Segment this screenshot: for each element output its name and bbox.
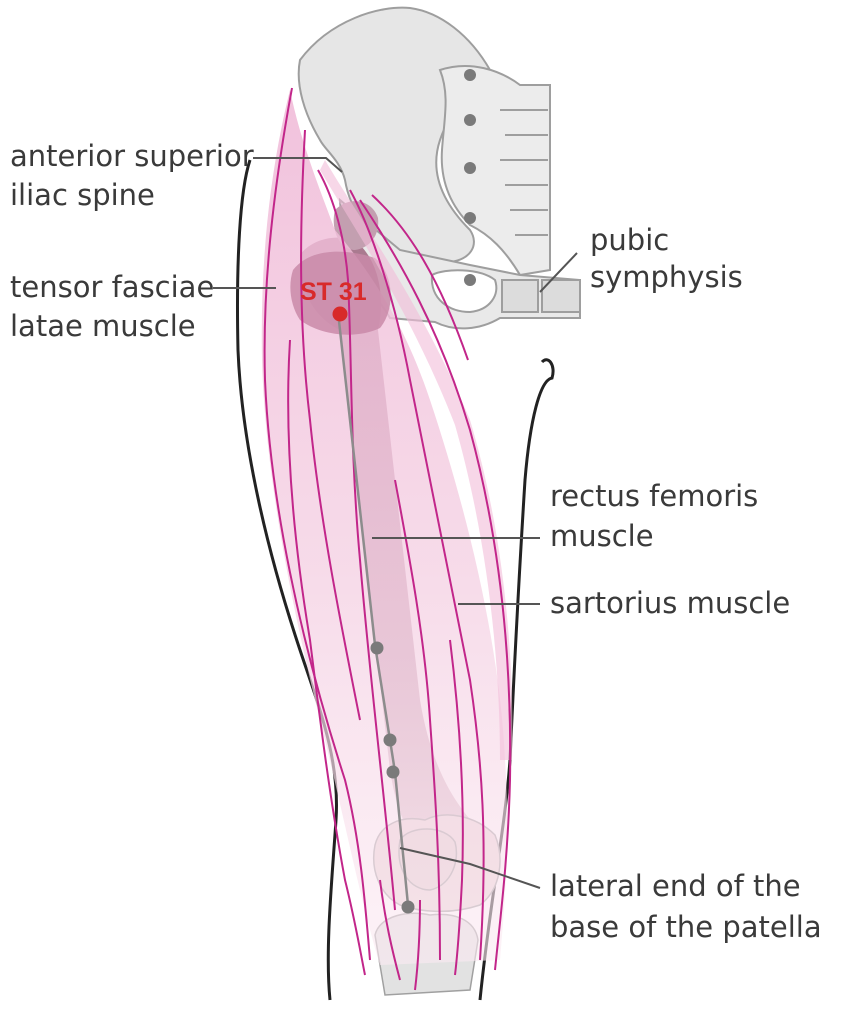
leg-outline-lateral [236, 159, 338, 1001]
pubic-symphysis-block-left [501, 279, 539, 313]
label-asis-line2: iliac spine [10, 178, 155, 212]
sacral-dot [464, 212, 476, 224]
muscle-contour-line [300, 129, 361, 721]
labels: anterior superior iliac spine tensor fas… [10, 139, 822, 944]
label-tfl-line2: latae muscle [10, 309, 196, 343]
label-tfl-line1: tensor fasciae [10, 270, 214, 304]
leader-lines [213, 157, 578, 889]
label-rectus-line1: rectus femoris [550, 479, 758, 513]
muscle-contour-line [317, 169, 396, 911]
leader-patella [399, 847, 541, 889]
acupoint-st31-label: ST 31 [300, 278, 367, 306]
label-pubic-line1: pubic [590, 223, 669, 257]
muscle-contour-line [394, 479, 441, 961]
sacral-dot [464, 114, 476, 126]
sacral-dot [464, 69, 476, 81]
label-sartorius: sartorius muscle [550, 586, 790, 620]
muscle-contour-line [449, 639, 464, 976]
label-patella-line1: lateral end of the [550, 869, 801, 903]
sacral-ridges [500, 109, 548, 236]
stomach-meridian: ST 31 [300, 278, 415, 914]
acupoint-st31-dot [332, 306, 348, 322]
meridian-point [383, 733, 397, 747]
muscle-contour-line [263, 87, 371, 961]
muscle-contour-line [379, 879, 421, 991]
meridian-point [386, 765, 400, 779]
meridian-point [370, 641, 384, 655]
pubic-symphysis-block-right [541, 279, 581, 313]
sacral-dot [464, 274, 476, 286]
obturator-foramen [430, 269, 498, 314]
label-pubic-line2: symphysis [590, 260, 743, 294]
label-asis-line1: anterior superior [10, 139, 254, 173]
muscle-contour-line [371, 194, 469, 361]
muscle-contour-line [287, 339, 366, 976]
muscle-contour-lines [263, 87, 512, 991]
muscle-contour-line [359, 199, 512, 971]
sacral-dot [464, 162, 476, 174]
label-rectus-line2: muscle [550, 519, 654, 553]
leader-pubic [539, 252, 578, 293]
tensor-fasciae-latae-belly [290, 251, 391, 335]
label-patella-line2: base of the patella [550, 910, 822, 944]
sartorius-band [320, 160, 513, 760]
leader-asis [253, 157, 343, 173]
meridian-point [401, 900, 415, 914]
muscle-contour-line [349, 189, 485, 961]
thigh-muscles [261, 90, 513, 965]
